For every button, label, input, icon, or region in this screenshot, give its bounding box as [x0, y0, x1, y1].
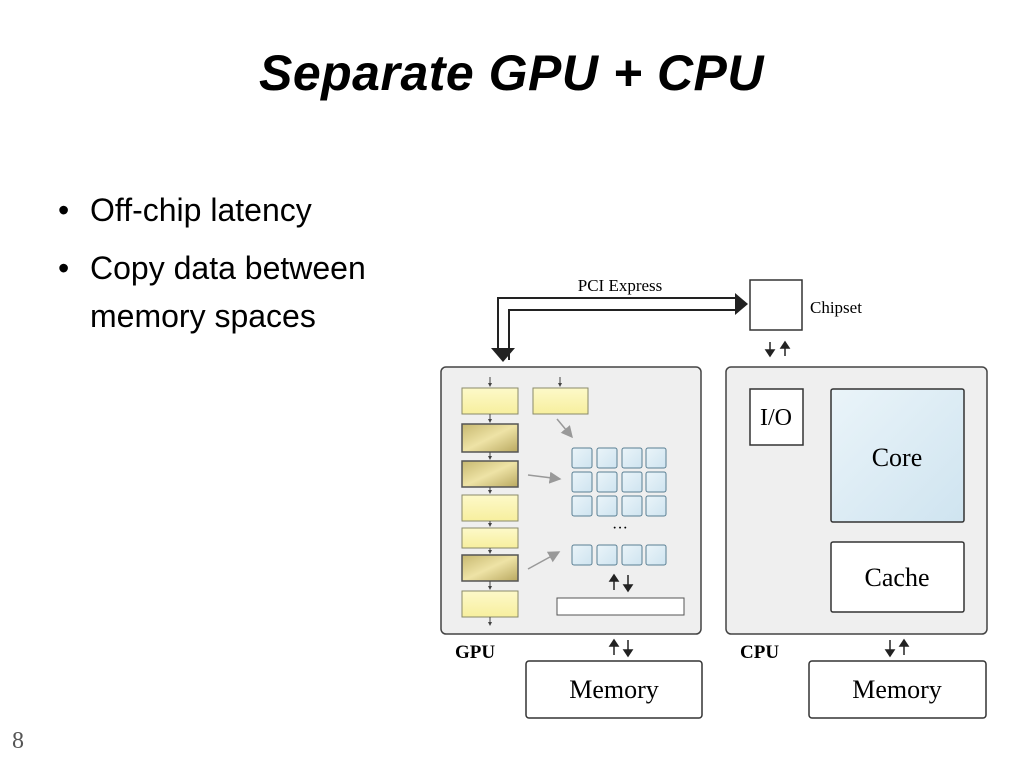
- chipset-label: Chipset: [810, 298, 862, 317]
- gpu-memory-arrows-icon: [608, 638, 634, 658]
- gpu-memory-label: Memory: [569, 675, 659, 704]
- core-label: Core: [872, 443, 923, 472]
- bullet-item: •Off-chip latency: [58, 192, 312, 228]
- gpu-pipeline: [461, 377, 589, 626]
- gpu-core-grid: [571, 447, 667, 566]
- io-box: [749, 388, 804, 446]
- cpu-memory-box: [808, 660, 987, 719]
- slide-title: Separate GPU + CPU: [258, 45, 765, 101]
- gpu-memory-controller: [556, 597, 685, 616]
- pci-express-bus: [491, 293, 748, 362]
- gpu-memory-box: [525, 660, 703, 719]
- pci-express-label: PCI Express: [578, 276, 663, 295]
- chipset-box: [749, 279, 803, 331]
- bullet-item: •Copy data between memory spaces: [58, 250, 366, 334]
- cpu-label: CPU: [740, 642, 779, 663]
- io-label: I/O: [760, 405, 792, 431]
- bullet-list: •Off-chip latency •Copy data between mem…: [58, 186, 418, 350]
- core-box: [830, 388, 965, 523]
- core-grid-ellipsis: ···: [612, 520, 628, 537]
- bullet-text: Copy data between memory spaces: [90, 250, 366, 334]
- page-number: 8: [12, 728, 24, 754]
- cpu-memory-arrows-icon: [884, 638, 910, 658]
- cache-box: [830, 541, 965, 613]
- cpu-memory-label: Memory: [852, 675, 942, 704]
- gpu-internal-arrows-icon: [608, 573, 634, 593]
- gpu-dispatch-arrows: [527, 418, 573, 570]
- bullet-text: Off-chip latency: [90, 192, 312, 228]
- chipset-cpu-arrows-icon: [764, 340, 791, 358]
- cache-label: Cache: [865, 563, 930, 592]
- gpu-label: GPU: [455, 642, 495, 663]
